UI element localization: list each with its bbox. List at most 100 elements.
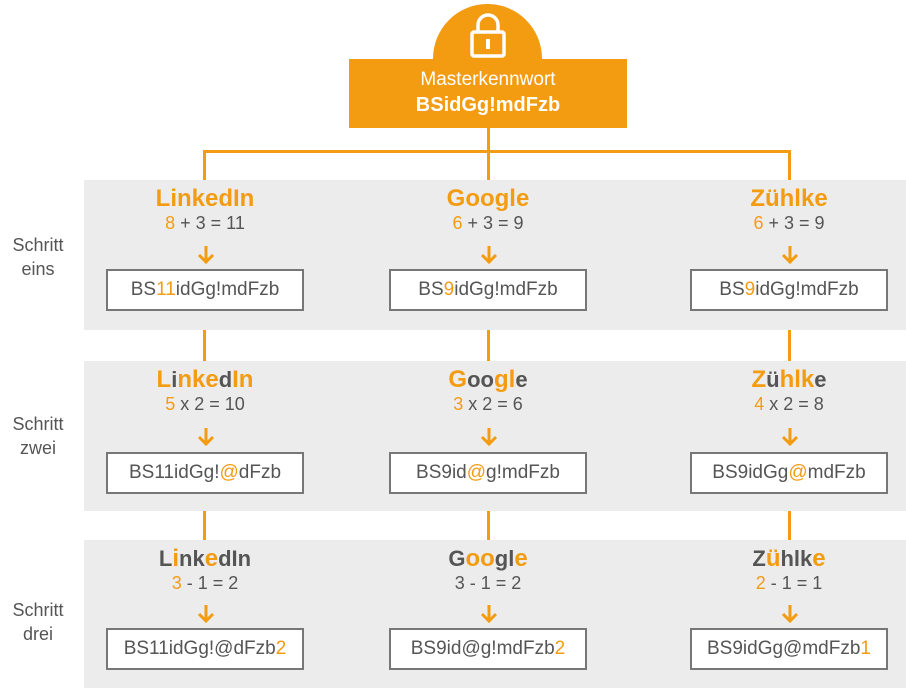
calc-segment: + 3 = 11 [175, 213, 245, 233]
linkedin-calculation: 3 - 1 = 2 [55, 572, 355, 594]
calc-segment: + 3 = 9 [462, 213, 524, 233]
google-calculation: 3 x 2 = 6 [338, 393, 638, 415]
linkedin-name: LinkedIn [55, 367, 355, 393]
calc-segment: - 1 = 1 [765, 573, 823, 593]
password-segment: BS9id [416, 462, 467, 483]
connector-horizontal [203, 150, 791, 153]
zhlke-password-step-1: BS9idGg!mdFzb [690, 269, 888, 311]
google-password-step-2: BS9id@g!mdFzb [389, 452, 587, 494]
arrow-down-icon [197, 246, 215, 265]
calc-segment: 6 [452, 213, 463, 233]
name-segment: L [156, 366, 172, 393]
linkedin-password-step-1: BS11idGg!mdFzb [106, 269, 304, 311]
linkedin-password-step-2: BS11idGg!@dFzb [106, 452, 304, 494]
password-segment: BS11idGg!@dFzb [123, 638, 276, 659]
master-password-box: Masterkennwort BSidGg!mdFzb [349, 59, 627, 128]
calc-segment: x 2 = 10 [175, 394, 245, 414]
calc-segment: 3 - 1 = 2 [454, 573, 522, 593]
zhlke-name: Zühlke [639, 367, 906, 393]
arrow-down-icon [781, 246, 799, 265]
step-label-1: Schritt eins [0, 233, 76, 281]
google-name: Google [338, 546, 638, 572]
calc-segment: 3 [171, 573, 182, 593]
password-segment: BS11idGg! [128, 462, 220, 483]
calc-segment: + 3 = 9 [763, 213, 825, 233]
linkedin-name: LinkedIn [55, 546, 355, 572]
password-segment: idGg!mdFzb [454, 279, 558, 300]
lock-icon [470, 13, 506, 58]
name-segment: ü [765, 545, 781, 572]
zhlke-password-step-2: BS9idGg@mdFzb [690, 452, 888, 494]
calc-segment: 6 [753, 213, 764, 233]
name-segment: oo [465, 545, 495, 572]
password-segment: dFzb [238, 462, 282, 483]
zhlke-calculation: 6 + 3 = 9 [639, 212, 906, 234]
connector-center-2-3 [487, 511, 490, 540]
calc-segment: 5 [165, 394, 176, 414]
connector-right-top [788, 150, 791, 180]
name-segment: L [158, 546, 173, 571]
password-segment: BS [130, 279, 157, 300]
password-segment: idGg!mdFzb [175, 279, 280, 300]
arrow-down-icon [781, 605, 799, 624]
connector-master-down [487, 127, 490, 152]
name-segment: oo [467, 367, 494, 392]
name-segment: gl [493, 366, 516, 393]
linkedin-calculation: 8 + 3 = 11 [55, 212, 355, 234]
name-segment: d [218, 367, 233, 392]
password-segment: g!mdFzb [486, 462, 560, 483]
password-segment: @ [466, 462, 487, 483]
linkedin-password-step-3: BS11idGg!@dFzb2 [106, 628, 304, 670]
password-segment: BS [719, 279, 745, 300]
name-segment: G [448, 366, 468, 393]
password-segment: @ [219, 462, 239, 483]
step-label-1-text: Schritt eins [12, 235, 64, 279]
password-segment: 9 [443, 279, 455, 300]
arrow-down-icon [480, 605, 498, 624]
name-segment: ü [766, 367, 780, 392]
google-password-step-3: BS9id@g!mdFzb2 [389, 628, 587, 670]
zhlke-password-step-3: BS9idGg@mdFzb1 [690, 628, 888, 670]
password-segment: BS9idGg@mdFzb [707, 638, 861, 659]
google-calculation: 3 - 1 = 2 [338, 572, 638, 594]
connector-left-1-2 [203, 330, 206, 361]
calc-segment: 4 [754, 394, 765, 414]
name-segment: i [172, 545, 180, 572]
master-password-label: Masterkennwort [420, 69, 556, 90]
name-segment: gl [494, 546, 515, 571]
password-segment: 9 [744, 279, 756, 300]
arrow-down-icon [197, 605, 215, 624]
name-segment: dI [218, 546, 238, 571]
name-segment: Zühlke [750, 185, 828, 212]
connector-right-2-3 [788, 511, 791, 540]
zhlke-calculation: 4 x 2 = 8 [639, 393, 906, 415]
arrow-down-icon [480, 428, 498, 447]
password-segment: 2 [554, 638, 566, 659]
step-label-3-text: Schritt drei [12, 600, 64, 644]
linkedin-calculation: 5 x 2 = 10 [55, 393, 355, 415]
step-label-2: Schritt zwei [0, 412, 76, 460]
calc-segment: 3 [453, 394, 464, 414]
step-label-3: Schritt drei [0, 598, 76, 646]
calc-segment: x 2 = 6 [463, 394, 523, 414]
password-segment: 1 [860, 638, 871, 659]
connector-right-1-2 [788, 330, 791, 361]
password-segment: 2 [275, 638, 287, 659]
name-segment: nke [177, 366, 219, 393]
name-segment: G [448, 546, 466, 571]
calc-segment: - 1 = 2 [181, 573, 239, 593]
password-segment: BS [418, 279, 444, 300]
zhlke-name: Zühlke [639, 546, 906, 572]
master-password-value: BSidGg!mdFzb [415, 94, 561, 116]
zhlke-name: Zühlke [639, 186, 906, 212]
arrow-down-icon [197, 428, 215, 447]
name-segment: e [515, 367, 528, 392]
calc-segment: 8 [165, 213, 176, 233]
